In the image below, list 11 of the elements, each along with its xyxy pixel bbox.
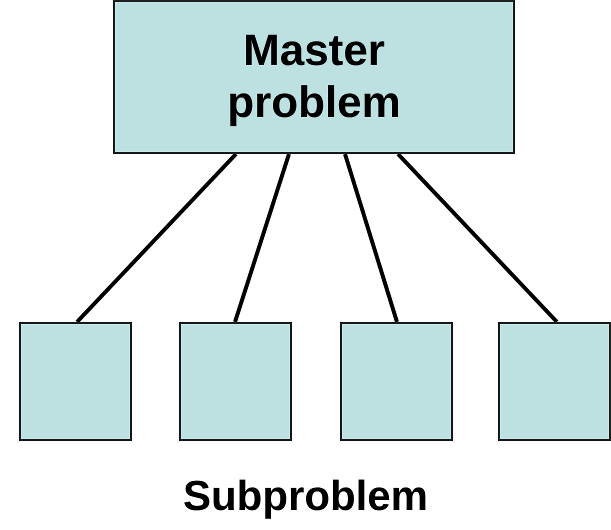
empty-box [179,322,292,441]
empty-box [498,322,611,441]
group-label: Subproblem [183,472,428,520]
connector-line [343,153,399,323]
empty-box [19,322,132,441]
process-box [113,0,515,154]
connector-line [396,152,558,324]
empty-box [340,322,453,441]
connector-line [76,152,238,324]
connector-line [233,153,291,323]
box-title: Master problem [226,25,402,129]
